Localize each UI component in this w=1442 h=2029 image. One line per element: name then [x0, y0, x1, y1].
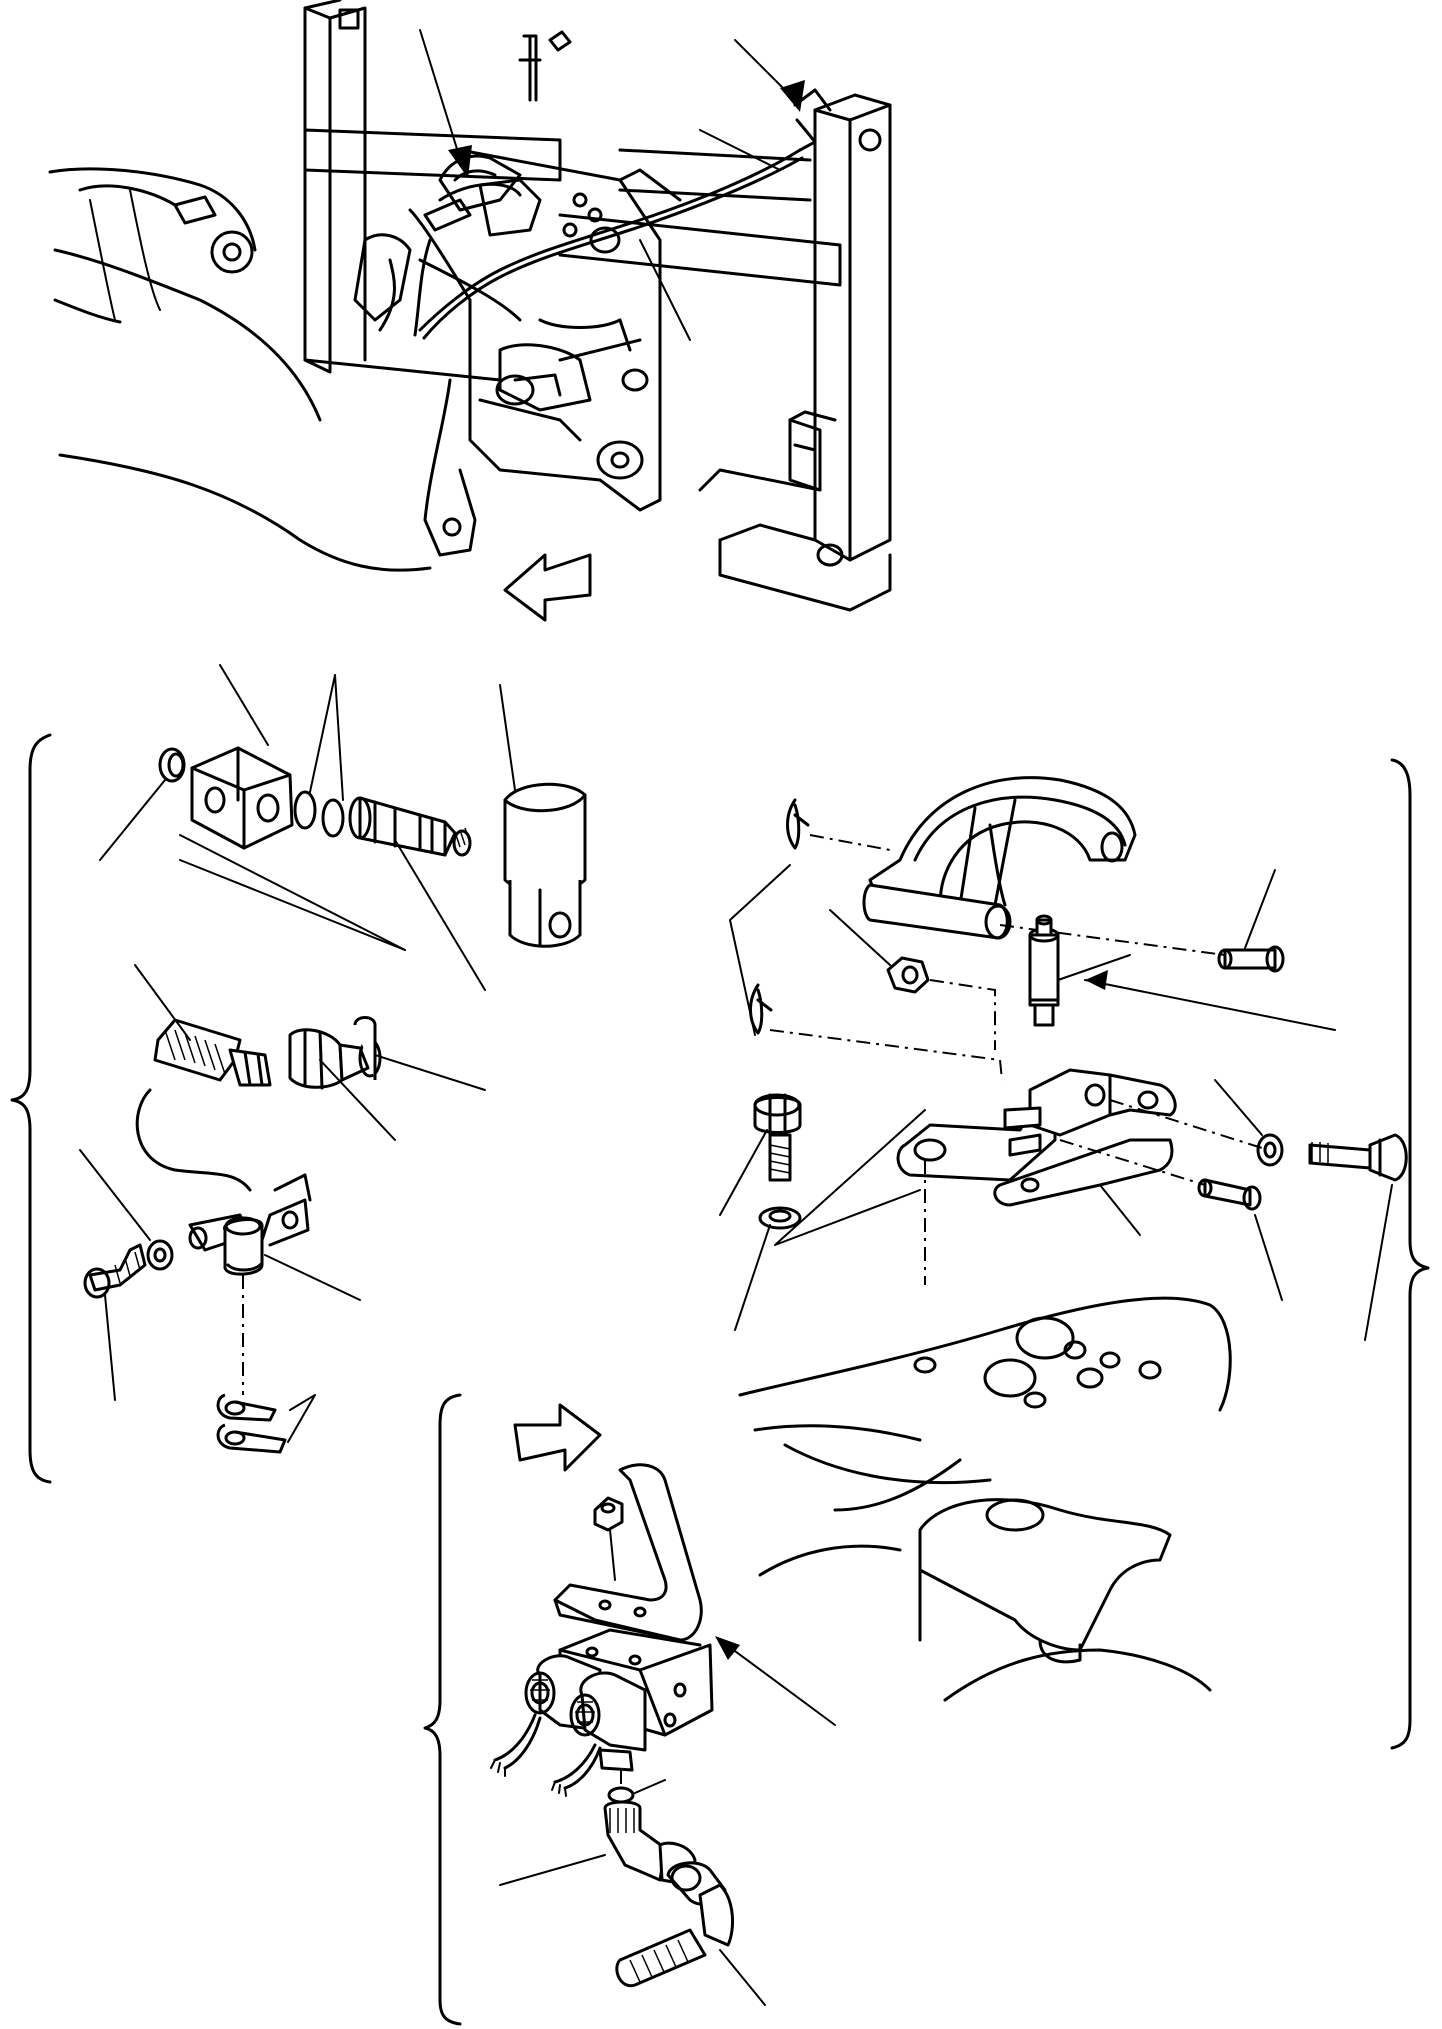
frame-right-post [718, 93, 892, 612]
straight-fitting [348, 796, 472, 857]
banjo-union [79, 1149, 361, 1454]
direction-arrow-icon [503, 553, 592, 622]
left-brace [10, 733, 52, 1484]
frame-crossbars [303, 128, 842, 492]
solenoid-valve-assembly [490, 1403, 836, 2006]
clevis-pin-lower [1059, 1139, 1283, 1301]
solenoid-valve-body [490, 1628, 836, 1797]
boom-arm [48, 167, 432, 572]
hose-coupler [134, 964, 486, 1192]
control-cable [413, 88, 832, 340]
hex-nut [829, 909, 996, 1050]
r-clips [729, 798, 1003, 1081]
lever-cover-top [423, 30, 572, 232]
curved-guard [862, 776, 1137, 940]
valve-callouts [99, 664, 516, 991]
view-arrow-icon [513, 1403, 602, 1472]
hose-elbow [615, 1861, 766, 2006]
elbow-fitting-o-ring [607, 1770, 666, 1804]
valve-block [190, 746, 294, 850]
hex-bolt-horizontal [1109, 1079, 1408, 1341]
frame-left-post [303, 0, 367, 374]
o-rings [293, 790, 345, 838]
overview-callouts [419, 29, 805, 341]
base-plate [738, 1296, 1232, 1702]
lever-and-bracket-assembly [719, 776, 1408, 1341]
right-brace [1390, 758, 1430, 1750]
snap-ring [158, 747, 186, 783]
pressure-switch [503, 782, 587, 948]
solenoid-bracket [553, 1463, 703, 1642]
coupler-mechanism [353, 148, 682, 557]
hex-bolt-vertical [719, 1093, 926, 1331]
mounting-bracket [896, 1068, 1177, 1285]
quick-coupler-valve-assembly [79, 664, 587, 1454]
machine-frame-overview [48, 0, 892, 622]
elbow-fitting [499, 1800, 697, 1887]
plunger [1028, 914, 1336, 1031]
bottom-brace [423, 1393, 462, 2026]
